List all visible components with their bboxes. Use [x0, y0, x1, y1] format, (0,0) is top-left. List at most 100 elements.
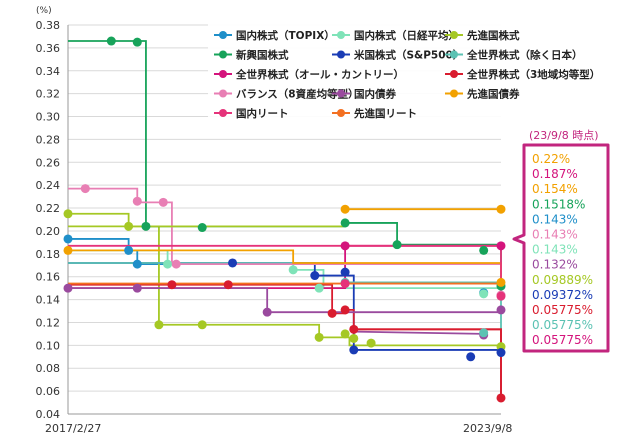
series-marker [141, 221, 151, 231]
series-marker [349, 345, 359, 355]
callout: (23/9/8 時点)0.22%0.187%0.154%0.1518%0.143… [512, 129, 610, 353]
legend-label: 国内リート [236, 107, 289, 120]
legend-swatch-marker [450, 89, 458, 98]
legend-swatch-marker [219, 70, 227, 78]
legend-swatch-marker [337, 50, 345, 59]
legend-swatch-marker [219, 89, 227, 98]
series-marker [340, 204, 350, 214]
y-tick-label: 0.12 [36, 316, 61, 329]
y-tick-label: 0.16 [36, 271, 61, 284]
series-marker [167, 280, 177, 290]
legend-label: 先進国債券 [467, 88, 520, 101]
series-marker [132, 196, 142, 206]
series-marker [496, 291, 506, 301]
series-marker [132, 37, 142, 47]
legend-label: バランス（8資産均等型） [236, 88, 359, 101]
series-marker [340, 279, 350, 289]
series-marker [63, 283, 73, 293]
y-axis: 0.380.360.340.320.300.280.260.240.220.20… [36, 19, 501, 421]
legend-swatch-marker [450, 70, 458, 78]
callout-box [512, 143, 610, 353]
callout-value: 0.05775% [532, 303, 593, 317]
legend-label: 先進国株式 [467, 29, 520, 42]
x-end-label: 2023/9/8 [463, 422, 512, 435]
x-start-label: 2017/2/27 [45, 422, 101, 435]
y-tick-label: 0.28 [36, 133, 61, 146]
series-markers [63, 36, 506, 403]
callout-value: 0.09372% [532, 288, 593, 302]
callout-value: 0.1518% [532, 197, 585, 211]
series-marker [288, 265, 298, 275]
series-line [353, 328, 502, 398]
series-line [68, 283, 502, 394]
series-line [68, 187, 502, 297]
series-marker [63, 245, 73, 255]
series-marker [496, 277, 506, 287]
series-marker [197, 223, 207, 233]
callout-value: 0.143% [532, 228, 578, 242]
y-tick-label: 0.32 [36, 88, 61, 101]
series-marker [479, 289, 489, 299]
callout-value: 0.05775% [532, 318, 593, 332]
legend-label: 国内債券 [354, 88, 396, 101]
series-marker [496, 348, 506, 358]
y-tick-label: 0.14 [36, 294, 61, 307]
series-marker [106, 36, 116, 46]
y-tick-label: 0.34 [36, 65, 61, 78]
legend-label: 米国株式（S&P500） [353, 49, 463, 62]
legend-label: 全世界株式（3地域均等型） [466, 68, 600, 81]
series-marker [154, 320, 164, 330]
callout-value: 0.05775% [532, 333, 593, 347]
y-tick-label: 0.10 [36, 339, 61, 352]
callout-value: 0.132% [532, 258, 578, 272]
series-marker [158, 197, 168, 207]
y-tick-label: 0.08 [36, 362, 61, 375]
legend-swatch-marker [219, 50, 227, 59]
series-line [353, 330, 484, 335]
y-tick-label: 0.06 [36, 385, 61, 398]
series-marker [228, 258, 238, 268]
callout-value: 0.143% [532, 243, 578, 257]
series-marker [392, 240, 402, 250]
series-marker [132, 259, 142, 269]
series-marker [496, 305, 506, 315]
series-marker [349, 324, 359, 334]
series-marker [479, 328, 489, 338]
legend-swatch-marker [450, 50, 458, 59]
series-marker [366, 338, 376, 348]
y-tick-label: 0.18 [36, 248, 61, 261]
legend-label: 国内株式（TOPIX） [236, 29, 335, 42]
series-marker [496, 393, 506, 403]
y-tick-label: 0.26 [36, 156, 61, 169]
y-tick-label: 0.22 [36, 202, 61, 215]
series-marker [340, 241, 350, 251]
series-line [68, 287, 502, 314]
callout-title: (23/9/8 時点) [529, 129, 599, 142]
series-marker [314, 283, 324, 293]
legend-swatch-marker [337, 31, 345, 39]
series-marker [262, 307, 272, 317]
series-marker [80, 184, 90, 194]
legend-swatch-marker [219, 31, 227, 39]
legend-swatch-marker [219, 109, 227, 117]
callout-value: 0.09889% [532, 273, 593, 287]
y-tick-label: 0.30 [36, 111, 61, 124]
series-marker [479, 245, 489, 255]
legend-label: 国内株式（日経平均） [354, 29, 459, 42]
series-marker [63, 209, 73, 219]
series-line [68, 249, 502, 284]
legend-swatch-marker [337, 109, 345, 117]
unit-label: (%) [36, 6, 52, 16]
series-marker [327, 308, 337, 318]
legend-swatch-marker [450, 31, 458, 39]
series-marker [496, 204, 506, 214]
y-tick-label: 0.24 [36, 179, 61, 192]
callout-value: 0.187% [532, 167, 578, 181]
series-marker [340, 267, 350, 277]
series-marker [314, 332, 324, 342]
legend-label: 全世界株式（オール・カントリー） [235, 68, 404, 81]
legend-label: 新興国株式 [236, 49, 289, 62]
series-marker [124, 245, 134, 255]
series-marker [171, 259, 181, 269]
